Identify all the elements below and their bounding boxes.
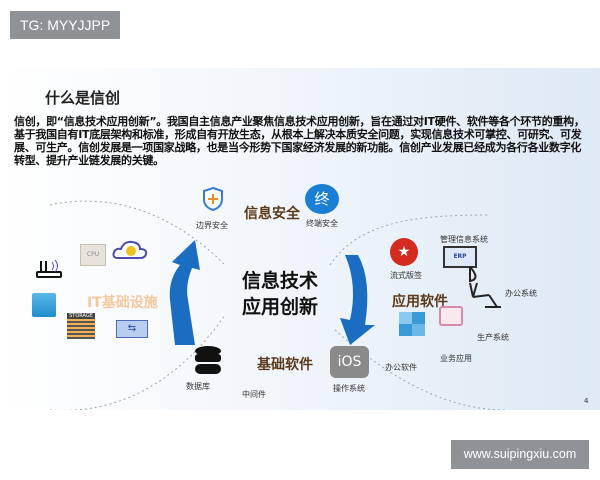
infra-title: IT基础设施 (87, 295, 158, 311)
database-label: 数据库 (186, 382, 210, 391)
left-arrow-icon (169, 240, 200, 345)
watermark-top: TG: MYYJJPP (10, 11, 120, 39)
storage-label: STORAGE (69, 313, 93, 319)
business-label: 业务应用 (440, 354, 472, 363)
center-line-2: 应用创新 (241, 296, 318, 318)
dotted-curves (49, 200, 506, 410)
database-icon (195, 346, 221, 374)
office-system-label: 办公系统 (505, 289, 537, 298)
right-arrow-icon (340, 255, 375, 345)
os-label: 操作系统 (333, 384, 365, 393)
slide (0, 68, 600, 410)
mis-label: 管理信息系统 (440, 235, 488, 244)
cloud-icon (112, 240, 148, 259)
terminal-security-label: 终端安全 (306, 219, 338, 228)
production-label: 生产系统 (477, 333, 509, 342)
robot-arm-icon (469, 266, 501, 308)
server-icon (32, 293, 56, 317)
ios-icon: iOS (330, 346, 369, 378)
switch-icon: ⇆ (116, 320, 148, 338)
office-software-label: 办公软件 (385, 363, 417, 372)
watermark-bottom: www.suipingxiu.com (451, 440, 589, 469)
business-icon (439, 306, 463, 326)
cpu-icon: CPU (80, 244, 106, 266)
page-number: 4 (584, 397, 589, 405)
storage-icon: STORAGE (67, 313, 95, 339)
terminal-security-icon: 终 (305, 184, 339, 214)
middleware-label: 中间件 (242, 390, 266, 399)
shield-icon (203, 187, 223, 211)
center-title: 信息技术应用创新 (235, 268, 325, 320)
center-line-1: 信息技术 (241, 270, 318, 292)
app-software-title: 应用软件 (392, 294, 448, 310)
base-software-title: 基础软件 (257, 357, 313, 373)
slide-title: 什么是信创 (45, 89, 121, 107)
layout-sign-label: 流式版签 (390, 271, 422, 280)
erp-icon: ERP (443, 246, 477, 268)
slide-paragraph: 信创，即“信息技术应用创新”。我国自主信息产业聚焦信息技术应用创新，旨在通过对I… (14, 115, 585, 167)
boundary-security-label: 边界安全 (196, 221, 228, 230)
security-title: 信息安全 (244, 206, 300, 222)
office-software-icon (399, 312, 425, 336)
router-icon (36, 259, 62, 278)
layout-sign-icon: ★ (390, 238, 418, 266)
